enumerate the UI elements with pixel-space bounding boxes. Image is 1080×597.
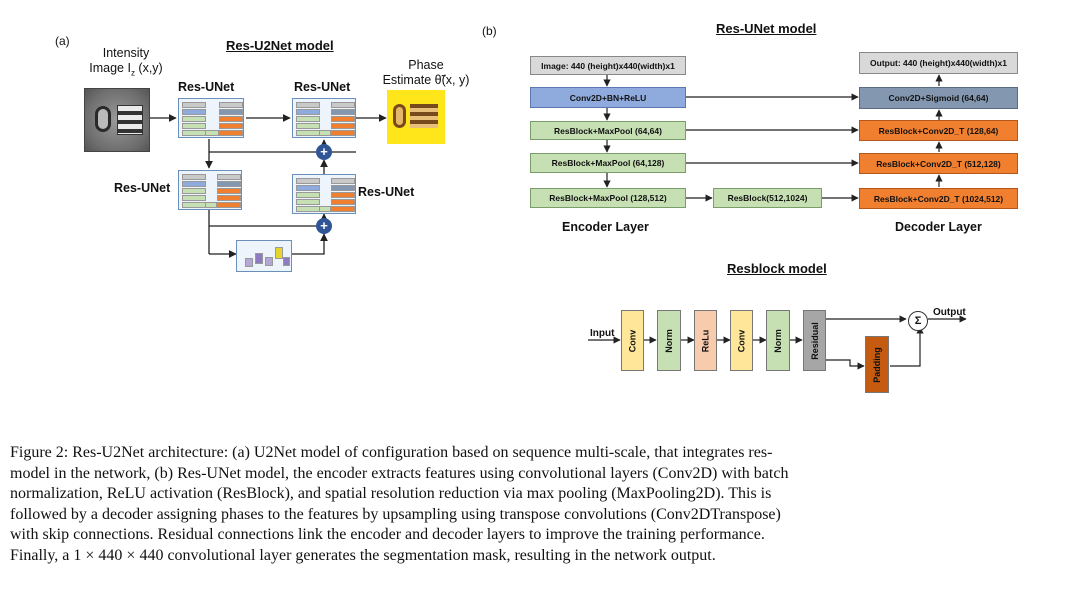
phase-glyph-left [393,104,406,128]
bottleneck-block: ResBlock(512,1024) [713,188,822,208]
decoder-output-block: Output: 440 (height)x440(width)x1 [859,52,1018,74]
caption-line: normalization, ReLU activation (ResBlock… [10,485,772,503]
resblock-residual: Residual [803,310,826,371]
encoder-resblock-1: ResBlock+MaxPool (64,64) [530,121,686,140]
encoder-resblock-2: ResBlock+MaxPool (64,128) [530,153,686,173]
phase-estimate-image [387,90,445,144]
intensity-label-main: Image I [89,61,131,75]
intensity-image [84,88,150,152]
resblock-title: Resblock model [727,261,827,276]
encoder-conv-block: Conv2D+BN+ReLU [530,87,686,108]
decoder-conv-block: Conv2D+Sigmoid (64,64) [859,87,1018,109]
decoder-resblock-1: ResBlock+Conv2D_T (128,64) [859,120,1018,141]
res-unet-thumb-4 [292,174,356,214]
phase-label-line2: Estimate θ̃(x, y) [382,73,470,87]
resblock-conv-1: Conv [621,310,644,371]
sum-node-1: + [316,144,332,160]
intensity-label-sub: z [130,68,135,78]
res-unet-thumb-2 [292,98,356,138]
figure-caption: Figure 2: Res-U2Net architecture: (a) U2… [10,443,1072,567]
panel-a-title: Res-U2Net model [226,38,334,53]
res-unet-label-mid-left: Res-UNet [114,181,171,195]
resblock-input-label: Input [590,328,615,339]
intensity-glyph-left [95,106,111,132]
decoder-resblock-2: ResBlock+Conv2D_T (512,128) [859,153,1018,174]
resblock-norm-1: Norm [657,310,681,371]
encoder-resblock-3: ResBlock+MaxPool (128,512) [530,188,686,208]
resblock-thumb [236,240,292,272]
resblock-output-label: Output [933,307,966,318]
resblock-relu: ReLu [694,310,717,371]
phase-estimate-label: Phase Estimate θ̃(x, y) [374,58,478,88]
resblock-padding: Padding [865,336,889,393]
decoder-resblock-3: ResBlock+Conv2D_T (1024,512) [859,188,1018,209]
resblock-conv-2: Conv [730,310,753,371]
res-unet-label-top-left: Res-UNet [178,80,235,94]
res-unet-label-top-right: Res-UNet [294,80,351,94]
resblock-norm-2: Norm [766,310,790,371]
encoder-input-block: Image: 440 (height)x440(width)x1 [530,56,686,75]
panel-b-connectors [603,74,943,202]
caption-line: Figure 2: Res-U2Net architecture: (a) U2… [10,444,773,461]
caption-line: Finally, a 1 × 440 × 440 convolutional l… [10,546,716,564]
phase-label-line1: Phase [408,58,444,72]
caption-line: followed by a decoder assigning phases t… [10,505,781,523]
intensity-label-line1: Intensity [102,46,150,60]
intensity-label-coords: (x,y) [134,61,163,75]
panel-a-label: (a) [55,34,70,48]
panel-b-label: (b) [482,24,497,38]
caption-line: with skip connections. Residual connecti… [10,526,765,544]
intensity-image-label: Intensity Image Iz (x,y) [82,46,170,81]
res-unet-thumb-1 [178,98,244,138]
decoder-layer-label: Decoder Layer [895,220,982,234]
intensity-glyph-right [117,105,143,135]
res-unet-label-mid-right: Res-UNet [358,185,415,199]
panel-b-title: Res-UNet model [716,21,817,36]
res-unet-thumb-3 [178,170,242,210]
caption-line: model in the network, (b) Res-UNet model… [10,464,789,482]
encoder-layer-label: Encoder Layer [562,220,649,234]
resblock-sum-node: Σ [908,311,928,331]
phase-glyph-right [410,104,438,128]
resblock-connectors [588,315,967,370]
sum-node-2: + [316,218,332,234]
intensity-label-line2: Image Iz (x,y) [82,61,170,81]
